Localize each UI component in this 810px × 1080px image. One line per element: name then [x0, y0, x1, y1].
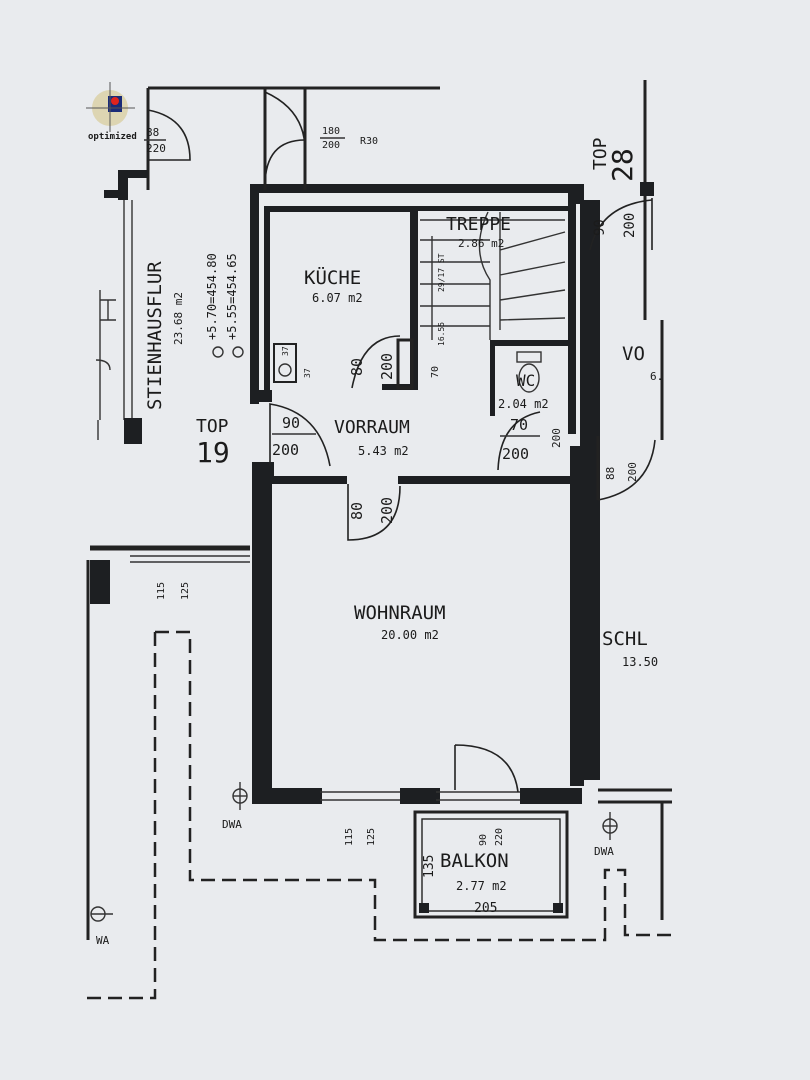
- dim-stair-note-1: 29/17 ST: [437, 253, 446, 292]
- dim-wc-side: 200: [550, 428, 563, 448]
- room-area-vo: 6.: [650, 370, 663, 383]
- room-area-wc: 2.04 m2: [498, 397, 549, 411]
- optimized-stamp-text: optimized: [88, 131, 137, 142]
- dim-wc-door-w: 70: [510, 416, 528, 434]
- dim-wohn-door-h: 200: [378, 497, 396, 524]
- dim-kueche-door-w: 80: [348, 358, 366, 376]
- room-area-kueche: 6.07 m2: [312, 291, 363, 305]
- room-name-stiegenhaus: STIENHAUSFLUR: [144, 261, 166, 410]
- dim-entry-door-w: 90: [282, 414, 300, 432]
- room-name-vo: VO: [622, 343, 645, 365]
- level-marker-icon: [212, 346, 244, 358]
- dim-right-door-w: 88: [604, 467, 617, 480]
- dim-bottom-win-h: 125: [366, 828, 377, 846]
- dim-door-top-h: 200: [322, 140, 340, 151]
- dim-stair-70: 70: [430, 366, 441, 378]
- dim-left-win-w: 115: [156, 582, 167, 600]
- dim-right-door-h: 200: [626, 462, 639, 482]
- dim-corr-door-h: 220: [146, 142, 166, 155]
- dim-corr-door-w: 88: [146, 126, 159, 139]
- room-name-treppe: TREPPE: [446, 214, 511, 235]
- room-area-balkon: 2.77 m2: [456, 879, 507, 893]
- room-area-treppe: 2.86 m2: [458, 237, 504, 250]
- unit-number-top19: 19: [196, 436, 230, 469]
- dim-door-top-w: 180: [322, 126, 340, 137]
- room-area-vorraum: 5.43 m2: [358, 444, 409, 458]
- optimized-stamp-icon: [86, 82, 135, 132]
- staircase-symbol: [420, 211, 566, 340]
- room-area-wohnraum: 20.00 m2: [381, 628, 439, 642]
- drain-symbol-icon: [90, 906, 113, 922]
- dim-top28-door-h: 200: [622, 213, 638, 238]
- dim-balkon-door-h: 220: [494, 828, 505, 846]
- dim-entry-door-h: 200: [272, 441, 299, 459]
- unit-label-top19: TOP: [196, 416, 229, 437]
- room-name-balkon: BALKON: [440, 850, 509, 872]
- dim-balkon-width: 205: [474, 901, 497, 916]
- dim-left-win-h: 125: [180, 582, 191, 600]
- symbol-dwa-right: DWA: [594, 845, 614, 858]
- symbol-dwa-left: DWA: [222, 818, 242, 831]
- room-name-wohnraum: WOHNRAUM: [354, 602, 446, 624]
- room-name-schl: SCHL: [602, 628, 648, 650]
- unit-label-top28: TOP: [590, 137, 611, 170]
- dim-kitchen-small-2: 37: [303, 368, 312, 378]
- room-name-vorraum: VORRAUM: [334, 417, 410, 438]
- room-area-stiegenhaus: 23.68 m2: [172, 292, 185, 345]
- toilet-icon: [516, 351, 542, 393]
- room-name-kueche: KÜCHE: [304, 266, 361, 289]
- dim-wc-door-h: 200: [502, 445, 529, 463]
- room-area-schl: 13.50: [622, 655, 658, 669]
- drain-symbol-icon: [232, 782, 248, 810]
- drain-symbol-icon: [602, 812, 618, 840]
- level-upper: +5.70=454.80: [205, 253, 219, 340]
- dim-kitchen-small: 37: [281, 346, 290, 356]
- room-name-wc: WC: [516, 371, 535, 390]
- dim-balkon-depth: 135: [422, 855, 437, 878]
- dim-balkon-door-w: 90: [478, 834, 489, 846]
- dim-door-top-r: R30: [360, 136, 378, 147]
- dim-top28-door-w: 90: [592, 219, 608, 236]
- dim-kueche-door-h: 200: [378, 353, 396, 380]
- dim-stair-note-2: 16.55: [437, 322, 446, 346]
- level-lower: +5.55=454.65: [225, 253, 239, 340]
- symbol-dwa-far: WA: [96, 934, 110, 947]
- dim-wohn-door-w: 80: [348, 502, 366, 520]
- dim-bottom-win-w: 115: [344, 828, 355, 846]
- unit-number-top28: 28: [606, 148, 639, 182]
